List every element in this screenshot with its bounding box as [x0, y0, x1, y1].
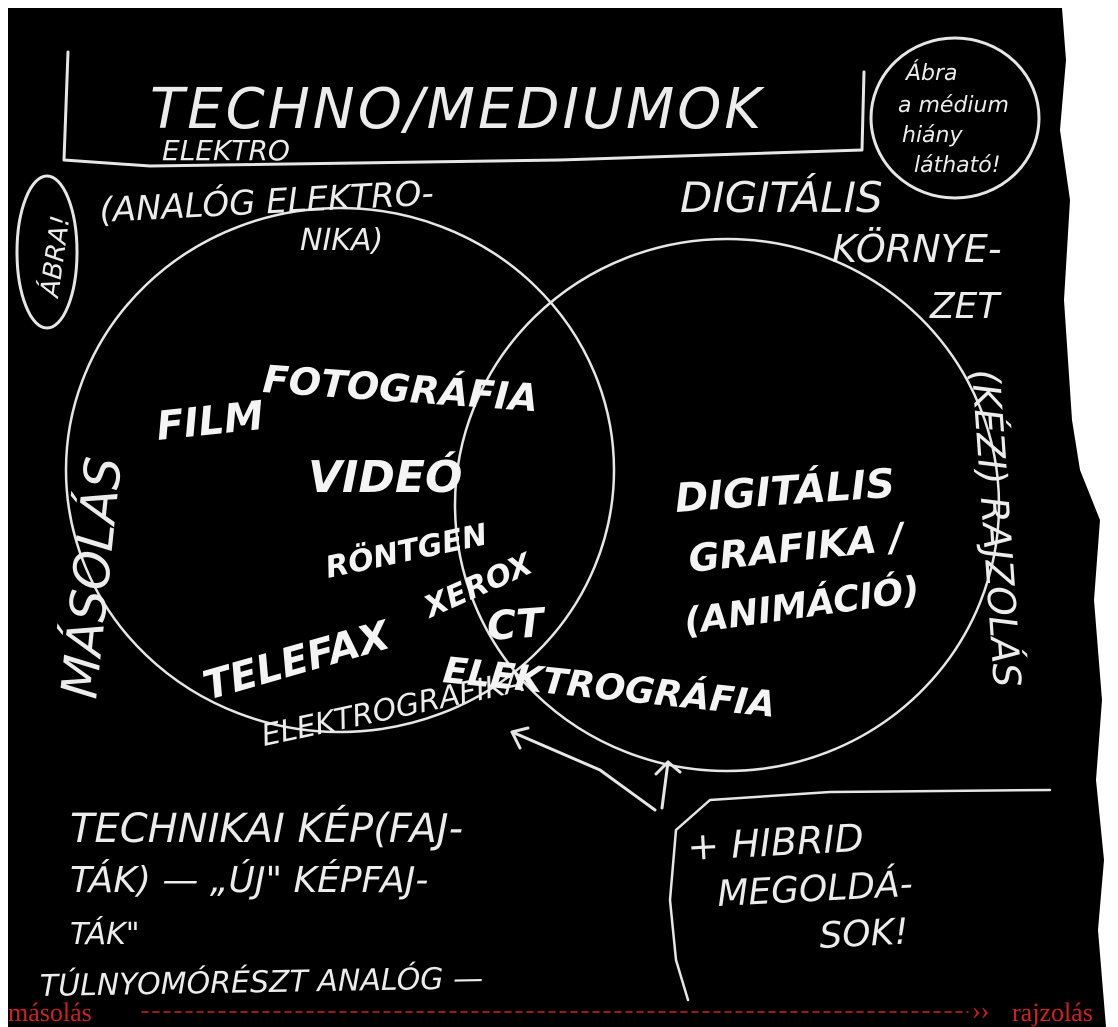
header-note-circle	[869, 36, 1041, 200]
overlap-elektrografia: ELEKTROGRÁFIA	[441, 649, 777, 726]
item-fotografia: FOTOGRÁFIA	[261, 357, 539, 420]
side-tag: ÁBRA!	[33, 213, 76, 301]
arrow-to-overlap	[510, 726, 657, 812]
bottom-right-line: MEGOLDÁ-	[716, 863, 913, 915]
bottom-right-line: SOK!	[818, 911, 909, 957]
right-group-line: ZET	[929, 286, 1002, 327]
left-group-line: NIKA)	[300, 223, 383, 258]
analog-circle	[64, 206, 616, 734]
item-telefax: TELEFAX	[198, 612, 397, 710]
right-group-line: DIGITÁLIS	[680, 172, 883, 222]
header-note-line: a médium	[898, 93, 1009, 118]
bottom-left-line: TECHNIKAI KÉP(FAJ-	[70, 804, 463, 852]
bottom-right-line: + HIBRID	[686, 816, 865, 869]
arrow-up-to-digital	[654, 760, 682, 810]
header-note-line: látható!	[914, 153, 1001, 178]
header-title: TECHNO/MEDIUMOK	[150, 77, 765, 142]
black-paper	[8, 8, 1106, 1027]
left-group-line: (ANALÓG ELEKTRO-	[98, 173, 434, 231]
bottom-left-line: TÁK) — „ÚJ" KÉPFAJ-	[70, 859, 428, 901]
header-frame	[62, 50, 866, 168]
header-note: Ábra a médium hiány látható!	[898, 60, 1009, 178]
item-animacio: (ANIMÁCIÓ)	[681, 568, 922, 643]
header-note-line: Ábra	[904, 60, 958, 86]
bottom-left-line: TÁK"	[70, 916, 140, 952]
overlap-ct: CT	[485, 600, 547, 650]
header-subtitle: ELEKTRO	[162, 134, 290, 167]
item-film: FILM	[154, 393, 266, 450]
right-group-line: KÖRNYE-	[832, 227, 1002, 271]
left-vertical-label: MÁSOLÁS	[49, 454, 133, 701]
hybrid-region-line	[668, 788, 1052, 1002]
right-vertical-label: (KÉZI) RAJZOLÁS	[963, 368, 1029, 689]
axis-left-label: másolás	[8, 998, 92, 1027]
axis-right-label: rajzolás	[1012, 998, 1093, 1027]
item-video: VIDEÓ	[308, 450, 462, 503]
item-digitalis: DIGITÁLIS	[673, 459, 896, 522]
item-grafika: GRAFIKA /	[686, 514, 908, 581]
axis-arrow: ››	[972, 996, 989, 1025]
side-tag-oval	[15, 174, 79, 330]
bottom-left-line: TÚLNYOMÓRÉSZT ANALÓG —	[39, 959, 483, 1004]
digital-circle	[453, 237, 1001, 773]
header-note-line: hiány	[902, 123, 963, 148]
